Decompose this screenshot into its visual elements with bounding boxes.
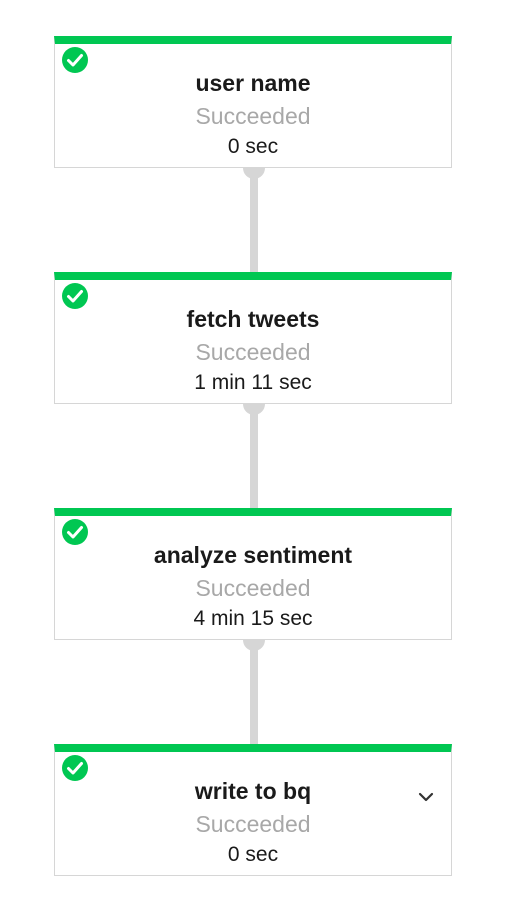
step-status: Succeeded	[195, 811, 311, 837]
edge-connector	[243, 168, 265, 272]
step-status: Succeeded	[195, 103, 311, 129]
step-status: Succeeded	[195, 339, 311, 365]
step-node-analyze-sentiment[interactable]: analyze sentiment Succeeded 4 min 15 sec	[54, 508, 452, 640]
check-circle-icon	[62, 47, 88, 73]
step-title: fetch tweets	[186, 306, 320, 332]
step-title: user name	[195, 70, 311, 96]
step-title: write to bq	[194, 778, 312, 804]
check-circle-icon	[62, 519, 88, 545]
step-node-fetch-tweets[interactable]: fetch tweets Succeeded 1 min 11 sec	[54, 272, 452, 404]
check-circle-icon	[62, 755, 88, 781]
step-node-user-name[interactable]: user name Succeeded 0 sec	[54, 36, 452, 168]
step-duration: 0 sec	[227, 843, 279, 866]
step-title: analyze sentiment	[153, 542, 353, 568]
step-duration: 4 min 15 sec	[193, 607, 313, 630]
edge-connector	[243, 404, 265, 508]
chevron-down-icon[interactable]	[415, 786, 437, 808]
check-circle-icon	[62, 283, 88, 309]
step-duration: 1 min 11 sec	[194, 371, 312, 394]
step-duration: 0 sec	[227, 135, 279, 158]
step-status: Succeeded	[195, 575, 311, 601]
edge-connector	[243, 640, 265, 744]
step-node-write-to-bq[interactable]: write to bq Succeeded 0 sec	[54, 744, 452, 876]
